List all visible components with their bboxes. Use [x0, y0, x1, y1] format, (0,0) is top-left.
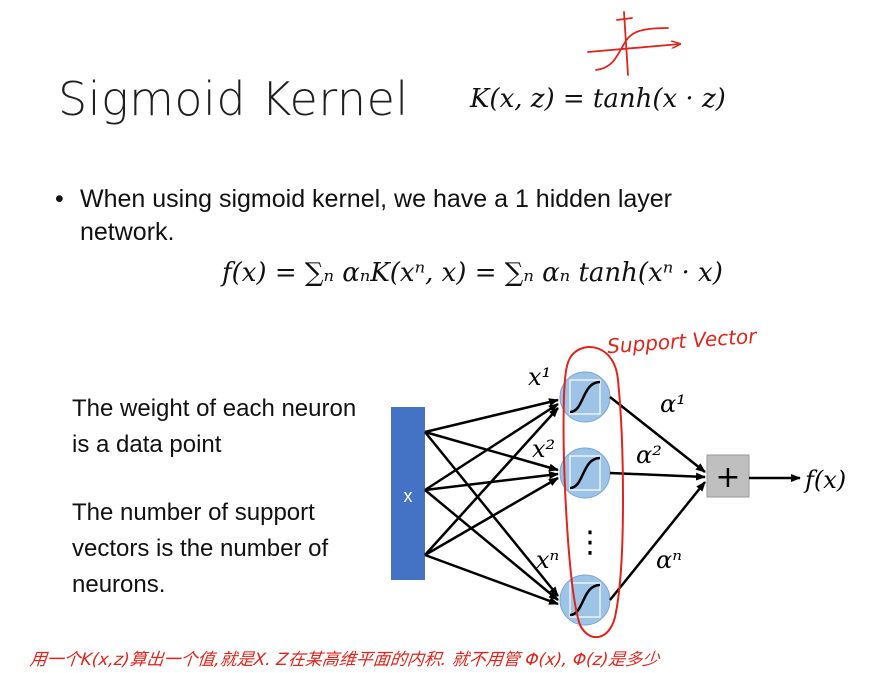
- input-connections: [424, 398, 559, 606]
- sum-symbol: +: [715, 460, 740, 495]
- support-vector-outline: [562, 346, 624, 639]
- neuron-ellipsis: ⋮: [575, 525, 605, 560]
- input-label: x: [404, 486, 413, 506]
- kernel-formula: K(x, z) = tanh(x · z): [470, 84, 726, 114]
- weight-label-n: αⁿ: [656, 546, 682, 574]
- slide-title: Sigmoid Kernel: [58, 72, 409, 126]
- hidden-neuron-1: [559, 371, 611, 423]
- tanh-sketch-icon: [587, 11, 680, 76]
- output-label: f(x): [803, 466, 846, 494]
- side-text-weight: The weight of each neuron is a data poin…: [72, 395, 357, 458]
- input-box: [391, 407, 425, 580]
- neuron-input-label-n: xⁿ: [536, 546, 559, 574]
- sum-box: [706, 454, 750, 498]
- weight-label-2: α²: [636, 441, 662, 469]
- neuron-input-label-2: x²: [532, 435, 555, 463]
- neuron-input-label-1: x¹: [528, 363, 551, 391]
- weight-label-1: α¹: [660, 390, 686, 418]
- handwritten-note: 用一个K(x,z)算出一个值,就是X. Z在某高维平面的内积. 就不用管 Φ(x…: [28, 650, 661, 670]
- output-connections: [609, 396, 706, 601]
- hidden-neuron-2: [559, 447, 611, 499]
- bullet-text: When using sigmoid kernel, we have a 1 h…: [80, 185, 673, 246]
- hidden-neuron-n: [559, 574, 611, 626]
- fx-formula: f(x) = ∑ₙ αₙK(xⁿ, x) = ∑ₙ αₙ tanh(xⁿ · x…: [222, 258, 723, 288]
- bullet-dot: •: [55, 185, 64, 213]
- side-text-support-vectors: The number of support vectors is the num…: [72, 499, 329, 598]
